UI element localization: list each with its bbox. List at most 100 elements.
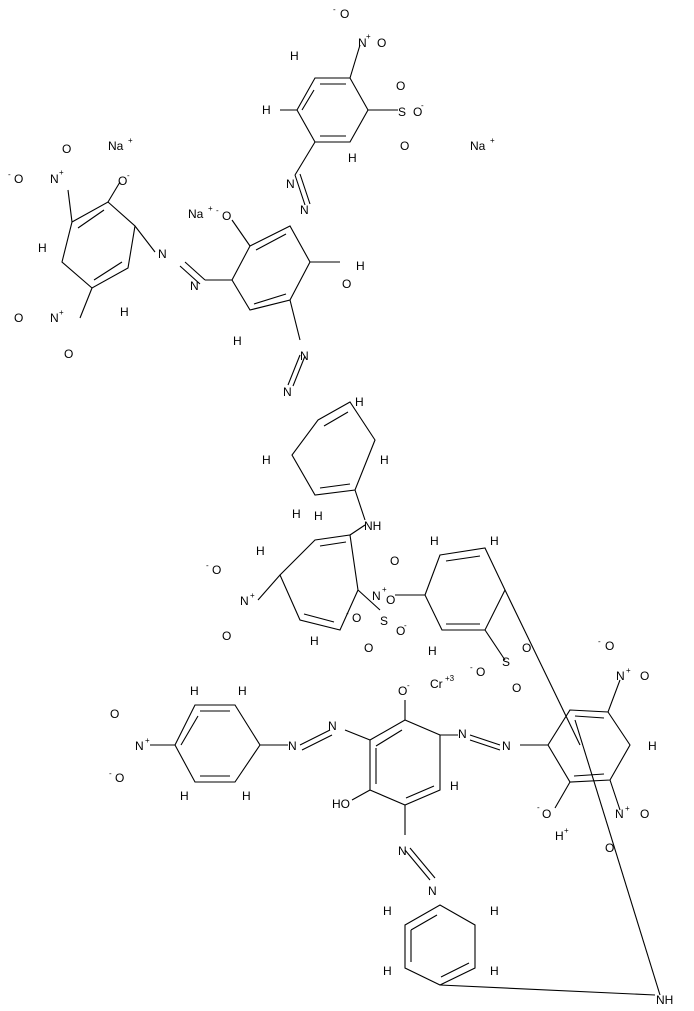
charge-plus: + [625, 804, 630, 813]
atom-N-nitro: N [615, 807, 624, 821]
atom-H: H [383, 964, 392, 978]
atom-N: N [300, 203, 309, 217]
ring-nitro-sulfophenyl-top [280, 44, 398, 176]
atom-N-nitro: N [372, 589, 381, 603]
atom-O: O [413, 105, 422, 119]
atom-H: H [256, 544, 265, 558]
atom-O-minus: O [352, 611, 361, 625]
amine-NH-bottom: NH [656, 993, 673, 1007]
atom-O-minus: O [115, 771, 124, 785]
atom-H: H [310, 634, 319, 648]
charge-minus: - [127, 171, 130, 180]
amine-NH: NH [364, 519, 381, 533]
atom-O: O [390, 554, 399, 568]
atom-O-minus: O [222, 209, 231, 223]
atom-N: N [158, 247, 167, 261]
atom-H: H [290, 49, 299, 63]
atom-H: H [262, 453, 271, 467]
phenolate-O: O [542, 807, 551, 821]
atom-H: H [190, 684, 199, 698]
charge-minus: - [206, 561, 209, 570]
charge-minus: - [421, 101, 424, 110]
atom-H: H [490, 534, 499, 548]
azo-bond-right-lower [469, 734, 501, 751]
charge-minus: - [407, 681, 410, 690]
atom-N: N [398, 844, 407, 858]
charge-minus: - [404, 621, 407, 630]
ring-resorcinol-lower [344, 700, 458, 835]
atom-N-nitro: N [50, 311, 59, 325]
atom-N: N [190, 279, 199, 293]
atom-H: H [180, 789, 189, 803]
charge-plus: + [564, 826, 569, 835]
atom-H: H [428, 644, 437, 658]
atom-H: H [242, 789, 251, 803]
atom-N-nitro-top: N [358, 36, 367, 50]
ring-aminophenyl [291, 401, 376, 521]
atom-O: O [396, 624, 405, 638]
atom-O: O [386, 593, 395, 607]
atom-H: H [120, 305, 129, 319]
charge-plus: + [626, 666, 631, 675]
sodium-ion-left: Na [108, 139, 124, 153]
charge-plus: + [382, 585, 387, 594]
atom-H: H [238, 684, 247, 698]
atom-O: O [400, 139, 409, 153]
ring-resorcinol-upper [205, 219, 340, 341]
sodium-ion-mid: Na [188, 207, 204, 221]
atom-H: H [450, 779, 459, 793]
atom-O: O [640, 807, 649, 821]
atom-N: N [502, 739, 511, 753]
atom-H: H [355, 395, 364, 409]
charge-plus: + [59, 308, 64, 317]
charge-plus: + [490, 136, 495, 145]
atom-N: N [428, 884, 437, 898]
atom-O: O [110, 707, 119, 721]
atom-S: S [380, 614, 388, 628]
chromium-ion: Cr [430, 677, 443, 691]
atom-S-top: S [398, 105, 406, 119]
atom-O: O [62, 142, 71, 156]
atom-O: O [640, 669, 649, 683]
atom-O: O [364, 641, 373, 655]
atom-H: H [430, 534, 439, 548]
phenolate-O: O [398, 684, 407, 698]
ring-phenyl-bottom [404, 904, 656, 996]
atom-O-minus: O [605, 841, 614, 855]
atom-O: O [522, 641, 531, 655]
atom-H: H [383, 904, 392, 918]
atom-H: H [348, 151, 357, 165]
atom-O: O [396, 79, 405, 93]
atom-O-minus: O [212, 563, 221, 577]
sodium-ion-right: Na [470, 139, 486, 153]
atom-O: O [222, 629, 231, 643]
atom-O-minus: O [476, 665, 485, 679]
atom-N: N [458, 727, 467, 741]
atom-O: O [64, 347, 73, 361]
charge-minus: - [216, 206, 219, 215]
charge-minus: - [109, 769, 112, 778]
ring-nitrophenyl-lower [150, 704, 288, 783]
atom-O-minus: O [14, 172, 23, 186]
charge-plus: + [208, 204, 213, 213]
azo-bond-bottom [404, 847, 436, 881]
ring-nitro-sulfoanilino [257, 524, 381, 631]
atom-N: N [328, 719, 337, 733]
atom-H: H [356, 259, 365, 273]
chromium-charge: +3 [445, 674, 455, 683]
azo-bond-top [294, 173, 311, 206]
atom-O-minus: O [605, 639, 614, 653]
atom-N-nitro: N [240, 594, 249, 608]
atom-H: H [233, 334, 242, 348]
ring-dinitrophenol-lower [520, 679, 661, 996]
charge-minus: - [8, 170, 11, 179]
atom-N: N [288, 739, 297, 753]
charge-plus: + [250, 591, 255, 600]
phenolate-O: O [118, 174, 127, 188]
atom-H: H [490, 904, 499, 918]
charge-minus: - [470, 663, 473, 672]
atom-O: O [377, 36, 386, 50]
atom-N: N [300, 349, 309, 363]
